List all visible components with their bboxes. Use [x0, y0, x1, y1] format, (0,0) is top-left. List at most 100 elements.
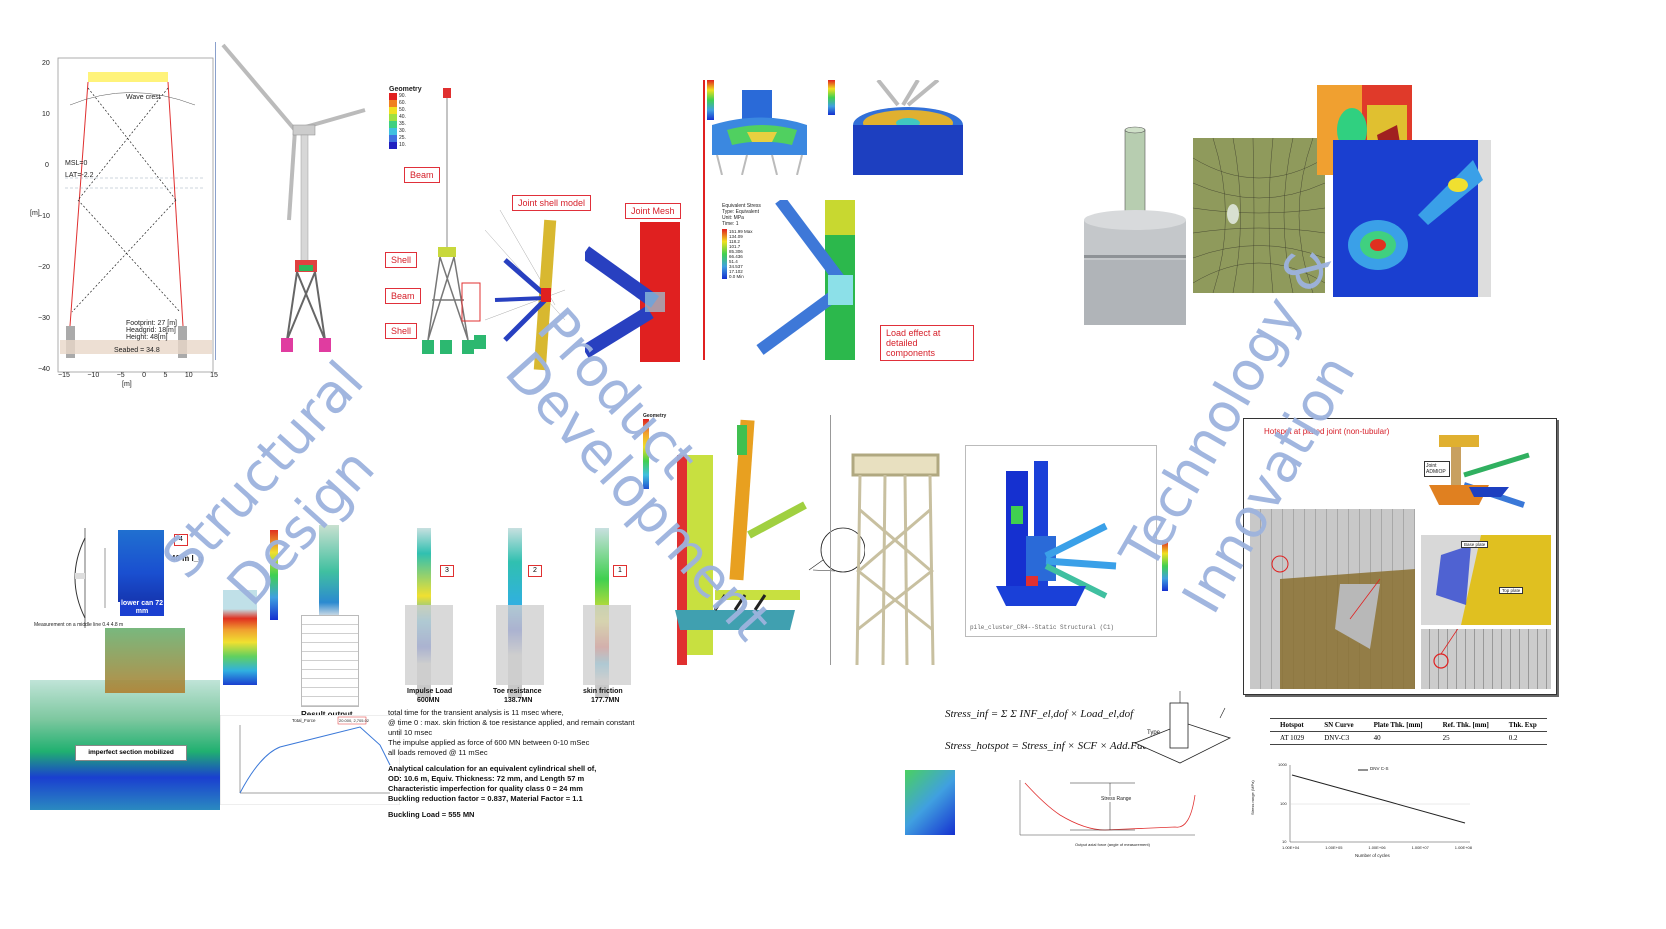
- chart-legend: Total_Force: [292, 718, 316, 723]
- geometry-legend: Geometry 90. 60. 50. 40. 35. 30. 25. 10.: [389, 86, 422, 149]
- sn-ylabel: Stress range (MPa): [1250, 780, 1255, 815]
- x-tick: −5: [116, 372, 125, 379]
- pile-column-soil: [583, 605, 631, 685]
- x-tick: 1.00E+04: [1282, 845, 1300, 850]
- hotspot-contour-2: [1333, 140, 1491, 297]
- marker: 2: [528, 565, 542, 577]
- dim-value: 40 m: [171, 554, 190, 563]
- pile-column-impulse: 3 Impulse Load 600MN: [405, 520, 460, 710]
- pile-sub: 138.7MN: [504, 697, 533, 704]
- joint-label: Joint ADMIOP: [1424, 461, 1450, 477]
- mesh-closeup: [1193, 138, 1325, 293]
- pile-cluster-window: pile_cluster_CR4--Static Structural (C1): [965, 445, 1168, 637]
- imperfect-section-text: imperfect section mobilized: [88, 749, 174, 756]
- mesh-left-overlay: [1271, 555, 1415, 689]
- geometry-legend-2: Geometry: [643, 413, 666, 489]
- legend-value: 85.306: [729, 249, 743, 254]
- joint-stress-contour: [756, 200, 855, 360]
- legend-value: 30.: [399, 128, 406, 134]
- pile-caption: Impulse Load: [407, 688, 453, 695]
- plot-note: Footprint: 27 [m]: [126, 320, 177, 327]
- table-header: SN Curve: [1314, 718, 1364, 732]
- table-cell: 0.2: [1498, 731, 1547, 745]
- wave-label: Wave crest: [126, 94, 161, 101]
- lat-label: LAT=-2.2: [65, 172, 94, 179]
- legend-value: 51.4: [729, 259, 738, 264]
- x-tick: 1.00E+08: [1454, 845, 1472, 850]
- legend-value: 0.0 Min: [729, 274, 744, 279]
- table-cell: DNV-C3: [1314, 731, 1364, 745]
- pile-can-panel: Measurement on a middle line 0.4 4.8 m l…: [30, 520, 400, 815]
- buckling-calc-text: total time for the transient analysis is…: [388, 708, 648, 820]
- legend-value: 10.: [399, 142, 406, 148]
- calc-bold-line: Buckling reduction factor = 0.837, Mater…: [388, 794, 583, 803]
- dim-label: 40 m l_g: [171, 554, 203, 563]
- legend-title: Geometry: [643, 413, 667, 419]
- x-tick: 10: [184, 372, 193, 379]
- jacket-fe-model: [422, 88, 486, 354]
- table-header: Plate Thk. [mm]: [1363, 718, 1433, 732]
- callout-joint-mesh: Joint Mesh: [625, 203, 681, 219]
- formula-stress-inf: Stress_inf = Σ Σ INF_el,dof × Load_el,do…: [945, 708, 1134, 720]
- lower-can-text: lower can 72 mm: [120, 600, 164, 615]
- y-tick-10: 10: [42, 111, 50, 118]
- pile-stack-base: [301, 615, 359, 707]
- stress-contour-topview-1: [707, 80, 807, 175]
- jacket-joint-3d: [675, 419, 807, 665]
- callout-shell-top: Shell: [385, 252, 418, 268]
- legend-value: 101.7: [729, 244, 741, 249]
- formula-stress-hotspot: Stress_hotspot = Stress_inf × SCF × Add.…: [945, 740, 1148, 752]
- y-tick-m40: −40: [38, 366, 50, 373]
- x-axis-label: [m]: [122, 381, 132, 388]
- sn-legend: DNV C-S: [1370, 766, 1389, 771]
- legend-value: 66.436: [729, 254, 743, 259]
- stress-range-label: Stress Range: [1101, 796, 1132, 802]
- y-tick-m30: −30: [38, 315, 50, 322]
- monopile-model: [1084, 126, 1186, 325]
- can-contour-bands: [223, 590, 257, 685]
- sn-ytick: 10: [1282, 839, 1287, 844]
- calc-bold-line: OD: 10.6 m, Equiv. Thickness: 72 mm, and…: [388, 774, 585, 783]
- x-tick: 5: [163, 372, 168, 379]
- imperfection-sketch: [74, 528, 106, 628]
- plot-note: Height: 48[m]: [126, 334, 168, 341]
- dim-sub: l_g: [191, 554, 204, 563]
- divider-gray: [830, 415, 831, 665]
- top-plate-label: Top plate: [1499, 587, 1524, 594]
- force-displacement-chart: [220, 715, 400, 805]
- plated-joint-3d: [1429, 435, 1530, 508]
- lower-can-contour: [118, 530, 164, 602]
- pile-column-soil: [496, 605, 544, 685]
- cluster-window-label: pile_cluster_CR4--Static Structural (C1): [970, 624, 1115, 631]
- callout-joint-shell-model: Joint shell model: [512, 195, 592, 211]
- jacket-elevation-plot: 20 10 0 −10 −20 −30 −40 [m] −15 −10 −5 0…: [30, 50, 218, 388]
- pile-caption: Toe resistance: [493, 688, 542, 695]
- mesh-right-bottom-overlay: [1433, 629, 1459, 669]
- callout-load-effect-text: Load effect at detailed components: [886, 328, 941, 358]
- marker: 1: [613, 565, 627, 577]
- pile-sub: 177.7MN: [591, 697, 620, 704]
- x-tick: 1.00E+05: [1325, 845, 1343, 850]
- joint-shell-model: [485, 210, 566, 371]
- calc-line: all loads removed @ 11 mSec: [388, 748, 488, 757]
- x-tick: −10: [87, 372, 100, 379]
- pile-sub: 600MN: [417, 697, 440, 704]
- calc-bold-line: Analytical calculation for an equivalent…: [388, 764, 597, 773]
- msl-label: MSL=0: [65, 160, 88, 167]
- type-label: Type: [1147, 730, 1161, 736]
- cluster-legend-bar: [1162, 541, 1168, 591]
- mesh-right-bottom: [1421, 629, 1551, 689]
- table-header: Ref. Thk. [mm]: [1432, 718, 1499, 732]
- pile-3d-overlay: [105, 628, 185, 693]
- imperfect-section-label: imperfect section mobilized: [75, 745, 187, 761]
- pile-contour-tall: [270, 530, 278, 620]
- marker: 3: [440, 565, 454, 577]
- x-tick: 0: [142, 372, 147, 379]
- jacket-elevation-svg: [57, 57, 214, 373]
- chart-peak-label: 20.000, 2,705.02: [339, 718, 370, 723]
- table-cell: AT 1029: [1270, 731, 1315, 745]
- x-tick: 1.00E+06: [1368, 845, 1386, 850]
- hotspot-contour-small: [905, 770, 955, 835]
- table-cell: 25: [1432, 731, 1499, 745]
- zoom-callout: [808, 527, 865, 573]
